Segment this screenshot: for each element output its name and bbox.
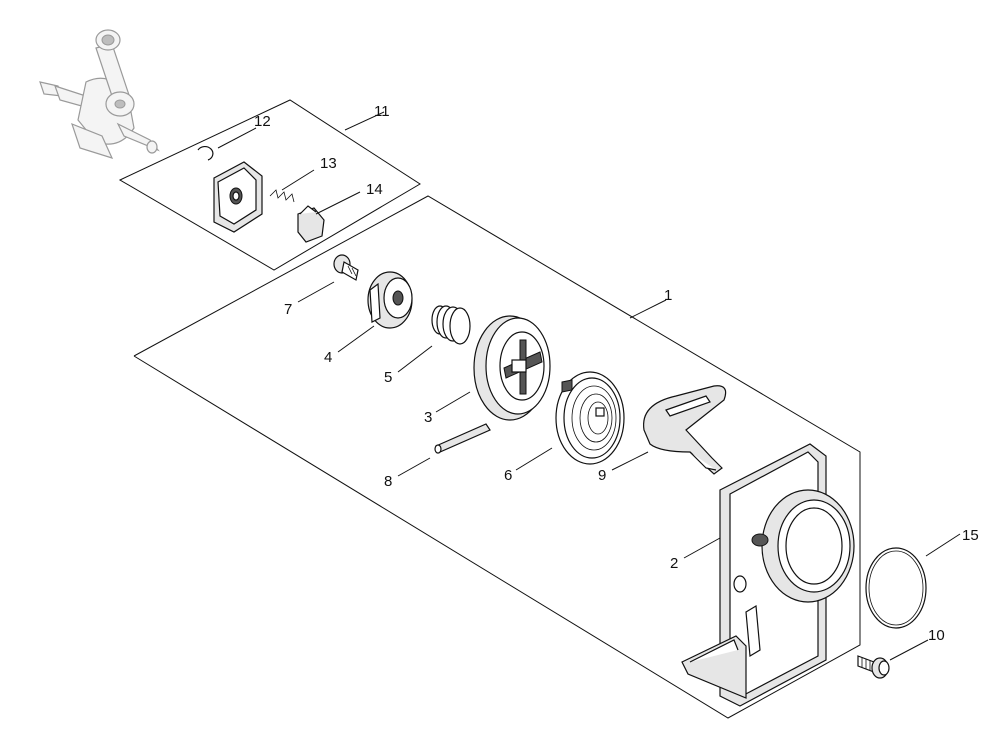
group-11-frame — [118, 99, 421, 271]
callout-11: 11 — [374, 103, 390, 120]
rope-reel-part — [473, 315, 551, 421]
recoil-spring-part — [555, 371, 625, 465]
callout-3: 3 — [424, 409, 432, 426]
callout-9: 9 — [598, 467, 606, 484]
callout-1: 1 — [664, 287, 672, 304]
callout-13: 13 — [320, 155, 337, 172]
callout-4: 4 — [324, 349, 332, 366]
coil-spring-part — [431, 305, 471, 345]
pulley-hub-part — [367, 271, 413, 329]
callout-7: 7 — [284, 301, 292, 318]
callout-8: 8 — [384, 473, 392, 490]
callout-labels: 1 2 3 4 5 6 7 8 9 10 11 12 13 14 15 — [254, 103, 979, 644]
leader-lines — [217, 111, 961, 661]
bolt-part — [857, 655, 890, 679]
pawl-part — [297, 205, 325, 243]
callout-2: 2 — [670, 555, 678, 572]
starter-handle-part — [643, 385, 727, 475]
callout-14: 14 — [366, 181, 383, 198]
callout-5: 5 — [384, 369, 392, 386]
callout-15: 15 — [962, 527, 979, 544]
circlip-part — [197, 146, 214, 161]
pin-part — [434, 423, 491, 454]
gasket-part — [865, 547, 927, 629]
starter-housing-part — [681, 443, 855, 707]
callout-10: 10 — [928, 627, 945, 644]
callout-12: 12 — [254, 113, 271, 130]
group-1-frame — [133, 195, 861, 719]
ratchet-holder-part — [213, 161, 263, 233]
screw-part — [333, 254, 359, 281]
crankshaft-reference — [39, 29, 160, 159]
callout-6: 6 — [504, 467, 512, 484]
small-spring-part — [269, 189, 295, 203]
